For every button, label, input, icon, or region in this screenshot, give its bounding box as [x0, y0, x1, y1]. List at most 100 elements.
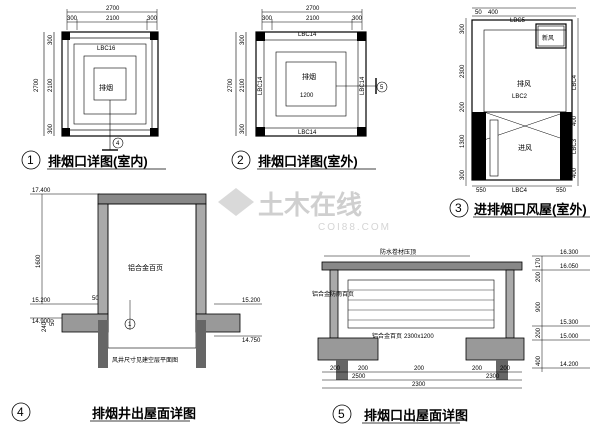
watermark: 土木在线 COI88.COM [218, 188, 391, 233]
d3-dim-left-1: 2300 [460, 64, 466, 78]
d3-dim-top-2: LBC5 [510, 18, 526, 24]
d5-dim-right-3: 200 [536, 327, 542, 338]
d1-number: 1 [27, 153, 34, 167]
d3-dim-left-2: 200 [460, 101, 466, 112]
d2-number: 2 [237, 153, 244, 167]
d5-dim-bot1-3: 200 [472, 366, 483, 372]
d5-louver-size: 2300x1200 [404, 334, 434, 340]
d4-section-mark: 1 [128, 322, 132, 328]
d4-elev-top: 17.400 [32, 188, 51, 194]
d5-dim-bot2-0: 2500 [352, 374, 366, 380]
detail-2: 2700 300 2100 300 2700 300 2100 300 LBC1… [228, 6, 388, 170]
d3-dim-top-1: 400 [488, 10, 499, 16]
d5-opening-note: 铝合金百页 [372, 332, 402, 340]
d4-title: 排烟井出屋面详图 [92, 406, 196, 421]
d3-lower-label: 进风 [518, 144, 532, 152]
d4-center-label: 铝合金百页 [128, 263, 163, 272]
detail-3: 50 400 LBC5 300 2300 200 1300 300 LBC4 4… [449, 7, 590, 218]
d5-dim-bot1-1: 200 [358, 366, 369, 372]
d2-dim-top-1: 2100 [306, 16, 320, 22]
d3-dim-left-0: 300 [460, 23, 466, 34]
d1-dim-left-0: 300 [48, 34, 54, 45]
d4-elev-right-low: 14.750 [242, 338, 261, 344]
detail-4: 17.400 15.200 14.900 1600 240 50 50 铝合金百… [11, 188, 262, 422]
d5-dim-bottom-total: 2300 [412, 382, 426, 388]
d5-dim-bot1-0: 200 [330, 366, 341, 372]
d5-dim-right-1: 200 [536, 271, 542, 282]
d3-dim-left-3: 1300 [460, 134, 466, 148]
detail-1: 2700 300 2100 300 2700 300 2100 300 LBC1… [21, 6, 166, 170]
d3-box-label: 新风 [542, 34, 554, 42]
d2-center-label: 排烟 [302, 72, 316, 81]
d3-dim-left-4: 300 [460, 169, 466, 180]
d3-upper-label: 排风 [517, 79, 531, 88]
d4-dim-small: 50 [92, 296, 99, 302]
d4-elev-low1: 14.900 [32, 319, 51, 325]
d4-number: 4 [17, 405, 24, 419]
d5-top-note: 防水卷材压顶 [380, 248, 416, 256]
d5-louver-label: 铝合金防雨百页 [312, 290, 354, 298]
d5-dim-right-0: 170 [536, 257, 542, 268]
d3-dim-right-2: LBC3 [572, 138, 578, 154]
d4-elev-mid: 15.200 [32, 298, 51, 304]
d5-elev-0: 16.300 [560, 250, 579, 256]
d2-title: 排烟口详图 [258, 154, 323, 169]
d3-title: 进排烟口风屋 [474, 202, 552, 217]
d5-dim-right-4: 400 [536, 355, 542, 366]
d2-dim-left-1: 2100 [240, 78, 246, 92]
d1-title: 排烟口详图 [48, 154, 113, 169]
d4-base-note: 风井尺寸见建空层平面图 [112, 356, 178, 364]
detail-5: 防水卷材压顶 铝合金防雨百页 铝合金百页 2300x1200 16.300 16… [312, 248, 590, 424]
d2-dim-left-total: 2700 [228, 78, 234, 92]
d5-elev-3: 15.000 [560, 334, 579, 340]
d4-dim-left-low-0: 240 [42, 321, 48, 332]
d3-dim-bottom-2: 550 [556, 188, 567, 194]
d2-dim-top-total: 2700 [306, 6, 320, 12]
d4-elev-right-mid: 15.200 [242, 298, 261, 304]
d1-beam-label: LBC16 [97, 46, 116, 52]
d3-dim-right-0: LBC4 [572, 74, 578, 90]
d5-number: 5 [338, 407, 345, 421]
watermark-brand: 土木在线 [258, 190, 362, 220]
d1-dim-top-1: 2100 [106, 16, 120, 22]
d5-elev-1: 16.050 [560, 264, 579, 270]
d3-beam-mid: LBC2 [512, 94, 528, 100]
d1-dim-top-2: 300 [147, 16, 158, 22]
d2-dim-top-2: 300 [352, 16, 363, 22]
watermark-logo-icon [218, 188, 254, 216]
d4-dim-left-vertical: 1600 [36, 254, 42, 268]
d5-dim-bot2-1: 2300 [486, 374, 500, 380]
d3-qualifier: (室外) [552, 202, 587, 217]
d1-section-mark: 4 [116, 141, 120, 147]
d5-title: 排烟口出屋面详图 [364, 408, 468, 423]
watermark-site: COI88.COM [318, 222, 391, 233]
d2-beam-left: LBC14 [258, 76, 264, 95]
d5-elev-4: 14.200 [560, 362, 579, 368]
d1-dim-left-1: 2100 [48, 78, 54, 92]
d2-beam-right: LBC14 [360, 76, 366, 95]
d3-dim-bottom-1: LBC4 [512, 188, 528, 194]
d2-section-mark: 5 [380, 85, 384, 91]
d2-beam-bottom: LBC14 [298, 130, 317, 136]
d4-dim-left-low-1: 50 [50, 319, 56, 326]
d2-beam-top: LBC14 [298, 32, 317, 38]
d1-center-label: 排烟 [99, 83, 113, 92]
d5-dim-right-2: 900 [536, 301, 542, 312]
d5-dim-bot1-4: 200 [500, 366, 511, 372]
d1-dim-top-0: 300 [67, 16, 78, 22]
d2-dim-left-2: 300 [240, 123, 246, 134]
d1-dim-top-total: 2700 [106, 6, 120, 12]
d1-dim-left-2: 300 [48, 123, 54, 134]
d5-elev-2: 15.300 [560, 320, 579, 326]
d1-dim-left-total: 2700 [34, 78, 40, 92]
d3-dim-right-1: 400 [572, 115, 578, 126]
d2-qualifier: (室外) [323, 154, 358, 169]
d5-dim-bot1-2: 200 [414, 366, 425, 372]
d3-dim-bottom-0: 550 [476, 188, 487, 194]
d1-qualifier: (室内) [113, 154, 148, 169]
d3-dim-top-0: 50 [475, 10, 482, 16]
d2-dim-top-0: 300 [262, 16, 273, 22]
d2-dim-left-0: 300 [240, 34, 246, 45]
